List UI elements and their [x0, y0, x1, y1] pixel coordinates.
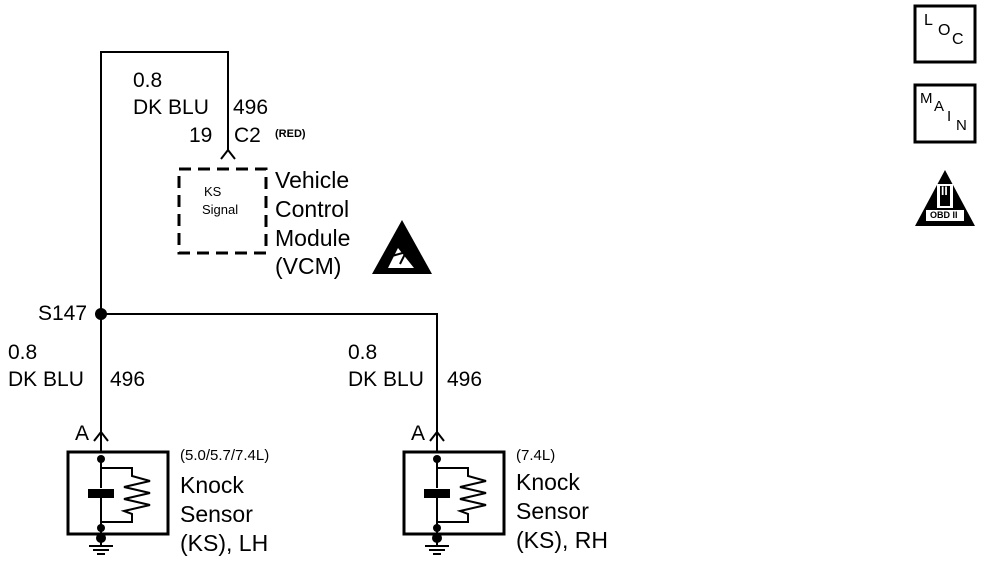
- lh-sensor-box: [66, 450, 170, 536]
- splice-label: S147: [38, 302, 88, 325]
- lh-sensor-element: [88, 455, 151, 532]
- rh-sensor-box: [402, 450, 506, 536]
- vcm-wire-color: DK BLU: [133, 96, 209, 119]
- vcm-wire-circuit: 496: [233, 96, 269, 119]
- loc-box: [913, 4, 977, 64]
- rh-sensor-name: Knock Sensor (KS), RH: [516, 469, 608, 553]
- obd-ii-icon: [915, 170, 975, 226]
- vcm-signal-label: Signal: [202, 202, 239, 217]
- wire-vcm-to-splice: [100, 51, 229, 314]
- obd-ii-button[interactable]: OBD II II: [930, 184, 958, 220]
- vcm-connector-color: (RED): [275, 128, 306, 140]
- main-box: [913, 83, 977, 144]
- lh-sensor-name: Knock Sensor (KS), LH: [180, 472, 269, 556]
- right-wire-circuit: 496: [447, 368, 483, 391]
- rh-sensor-element: [424, 455, 487, 532]
- vcm-box: [177, 167, 268, 255]
- left-wire-color: DK BLU: [8, 368, 84, 391]
- vcm-ks-label: KS: [204, 184, 222, 199]
- wire-splice-to-right: [101, 313, 438, 432]
- lh-ground-icon: [89, 528, 113, 555]
- left-terminal-label: A: [75, 422, 90, 445]
- main-button[interactable]: M A I N: [920, 90, 967, 134]
- loc-button[interactable]: L O C: [924, 12, 964, 48]
- splice-dot: [95, 308, 107, 320]
- rh-sensor-applies: (7.4L): [516, 447, 556, 464]
- left-wire-circuit: 496: [110, 368, 146, 391]
- lh-sensor-applies: (5.0/5.7/7.4L): [180, 447, 270, 464]
- rh-ground-icon: [425, 528, 449, 555]
- left-wire-gauge: 0.8: [8, 341, 38, 364]
- vcm-pin-number: 19: [189, 124, 213, 147]
- vcm-wire-gauge: 0.8: [133, 69, 163, 92]
- vcm-name: Vehicle Control Module (VCM): [275, 167, 351, 280]
- vcm-connector-id: C2: [234, 124, 261, 147]
- esd-warning-icon: [372, 220, 432, 274]
- vcm-connector-symbol: [220, 148, 236, 160]
- right-wire-gauge: 0.8: [348, 341, 378, 364]
- right-terminal-label: A: [411, 422, 426, 445]
- right-wire-color: DK BLU: [348, 368, 424, 391]
